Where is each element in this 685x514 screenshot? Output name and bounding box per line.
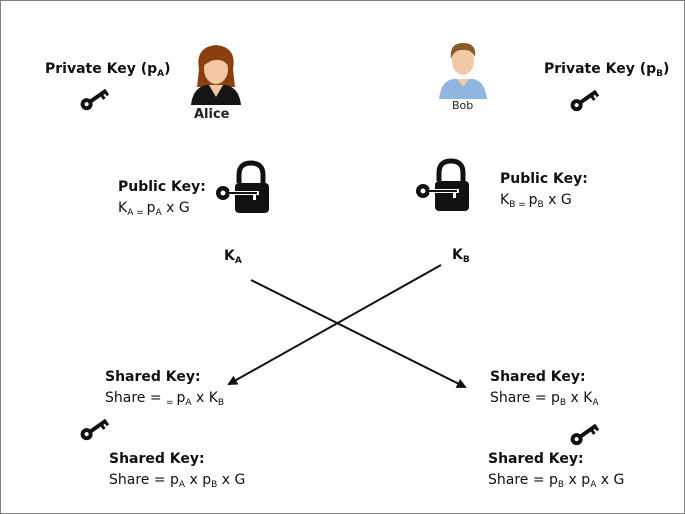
- bob-key-kb: KB: [452, 247, 470, 265]
- bob-name: Bob: [452, 99, 474, 112]
- key-icon: [80, 88, 110, 111]
- key-icon: [80, 418, 110, 441]
- bob-private-key-label: Private Key (pB): [544, 61, 670, 79]
- bob-shared-formula-2: Share = pB x pA x G: [488, 472, 625, 490]
- padlock-icon: [216, 160, 269, 213]
- padlock-icon: [416, 158, 469, 211]
- arrow-ka-to-bob: [250, 279, 467, 388]
- bob-shared-formula-1: Share = pB x KA: [490, 390, 599, 408]
- alice-avatar-icon: [191, 45, 241, 105]
- arrow-kb-to-alice: [227, 264, 442, 385]
- key-icon: [570, 89, 600, 112]
- bob-public-key-label: Public Key:: [500, 171, 588, 187]
- key-icon: [570, 423, 600, 446]
- bob-public-key-formula: KB = pB x G: [500, 192, 572, 210]
- bob-shared-key-label-2: Shared Key:: [488, 451, 584, 467]
- alice-shared-formula-2: Share = pA x pB x G: [109, 472, 246, 490]
- alice-shared-key-label-2: Shared Key:: [109, 451, 205, 467]
- bob-shared-key-label-1: Shared Key:: [490, 369, 586, 385]
- alice-shared-formula-1: Share = = pA x KB: [105, 390, 225, 408]
- alice-public-key-formula: KA = pA x G: [118, 200, 190, 218]
- alice-shared-key-label-1: Shared Key:: [105, 369, 201, 385]
- alice-name: Alice: [194, 107, 230, 122]
- bob-avatar-icon: [439, 43, 487, 99]
- alice-public-key-label: Public Key:: [118, 179, 206, 195]
- alice-key-ka: KA: [224, 248, 242, 266]
- alice-private-key-label: Private Key (pA): [45, 61, 171, 79]
